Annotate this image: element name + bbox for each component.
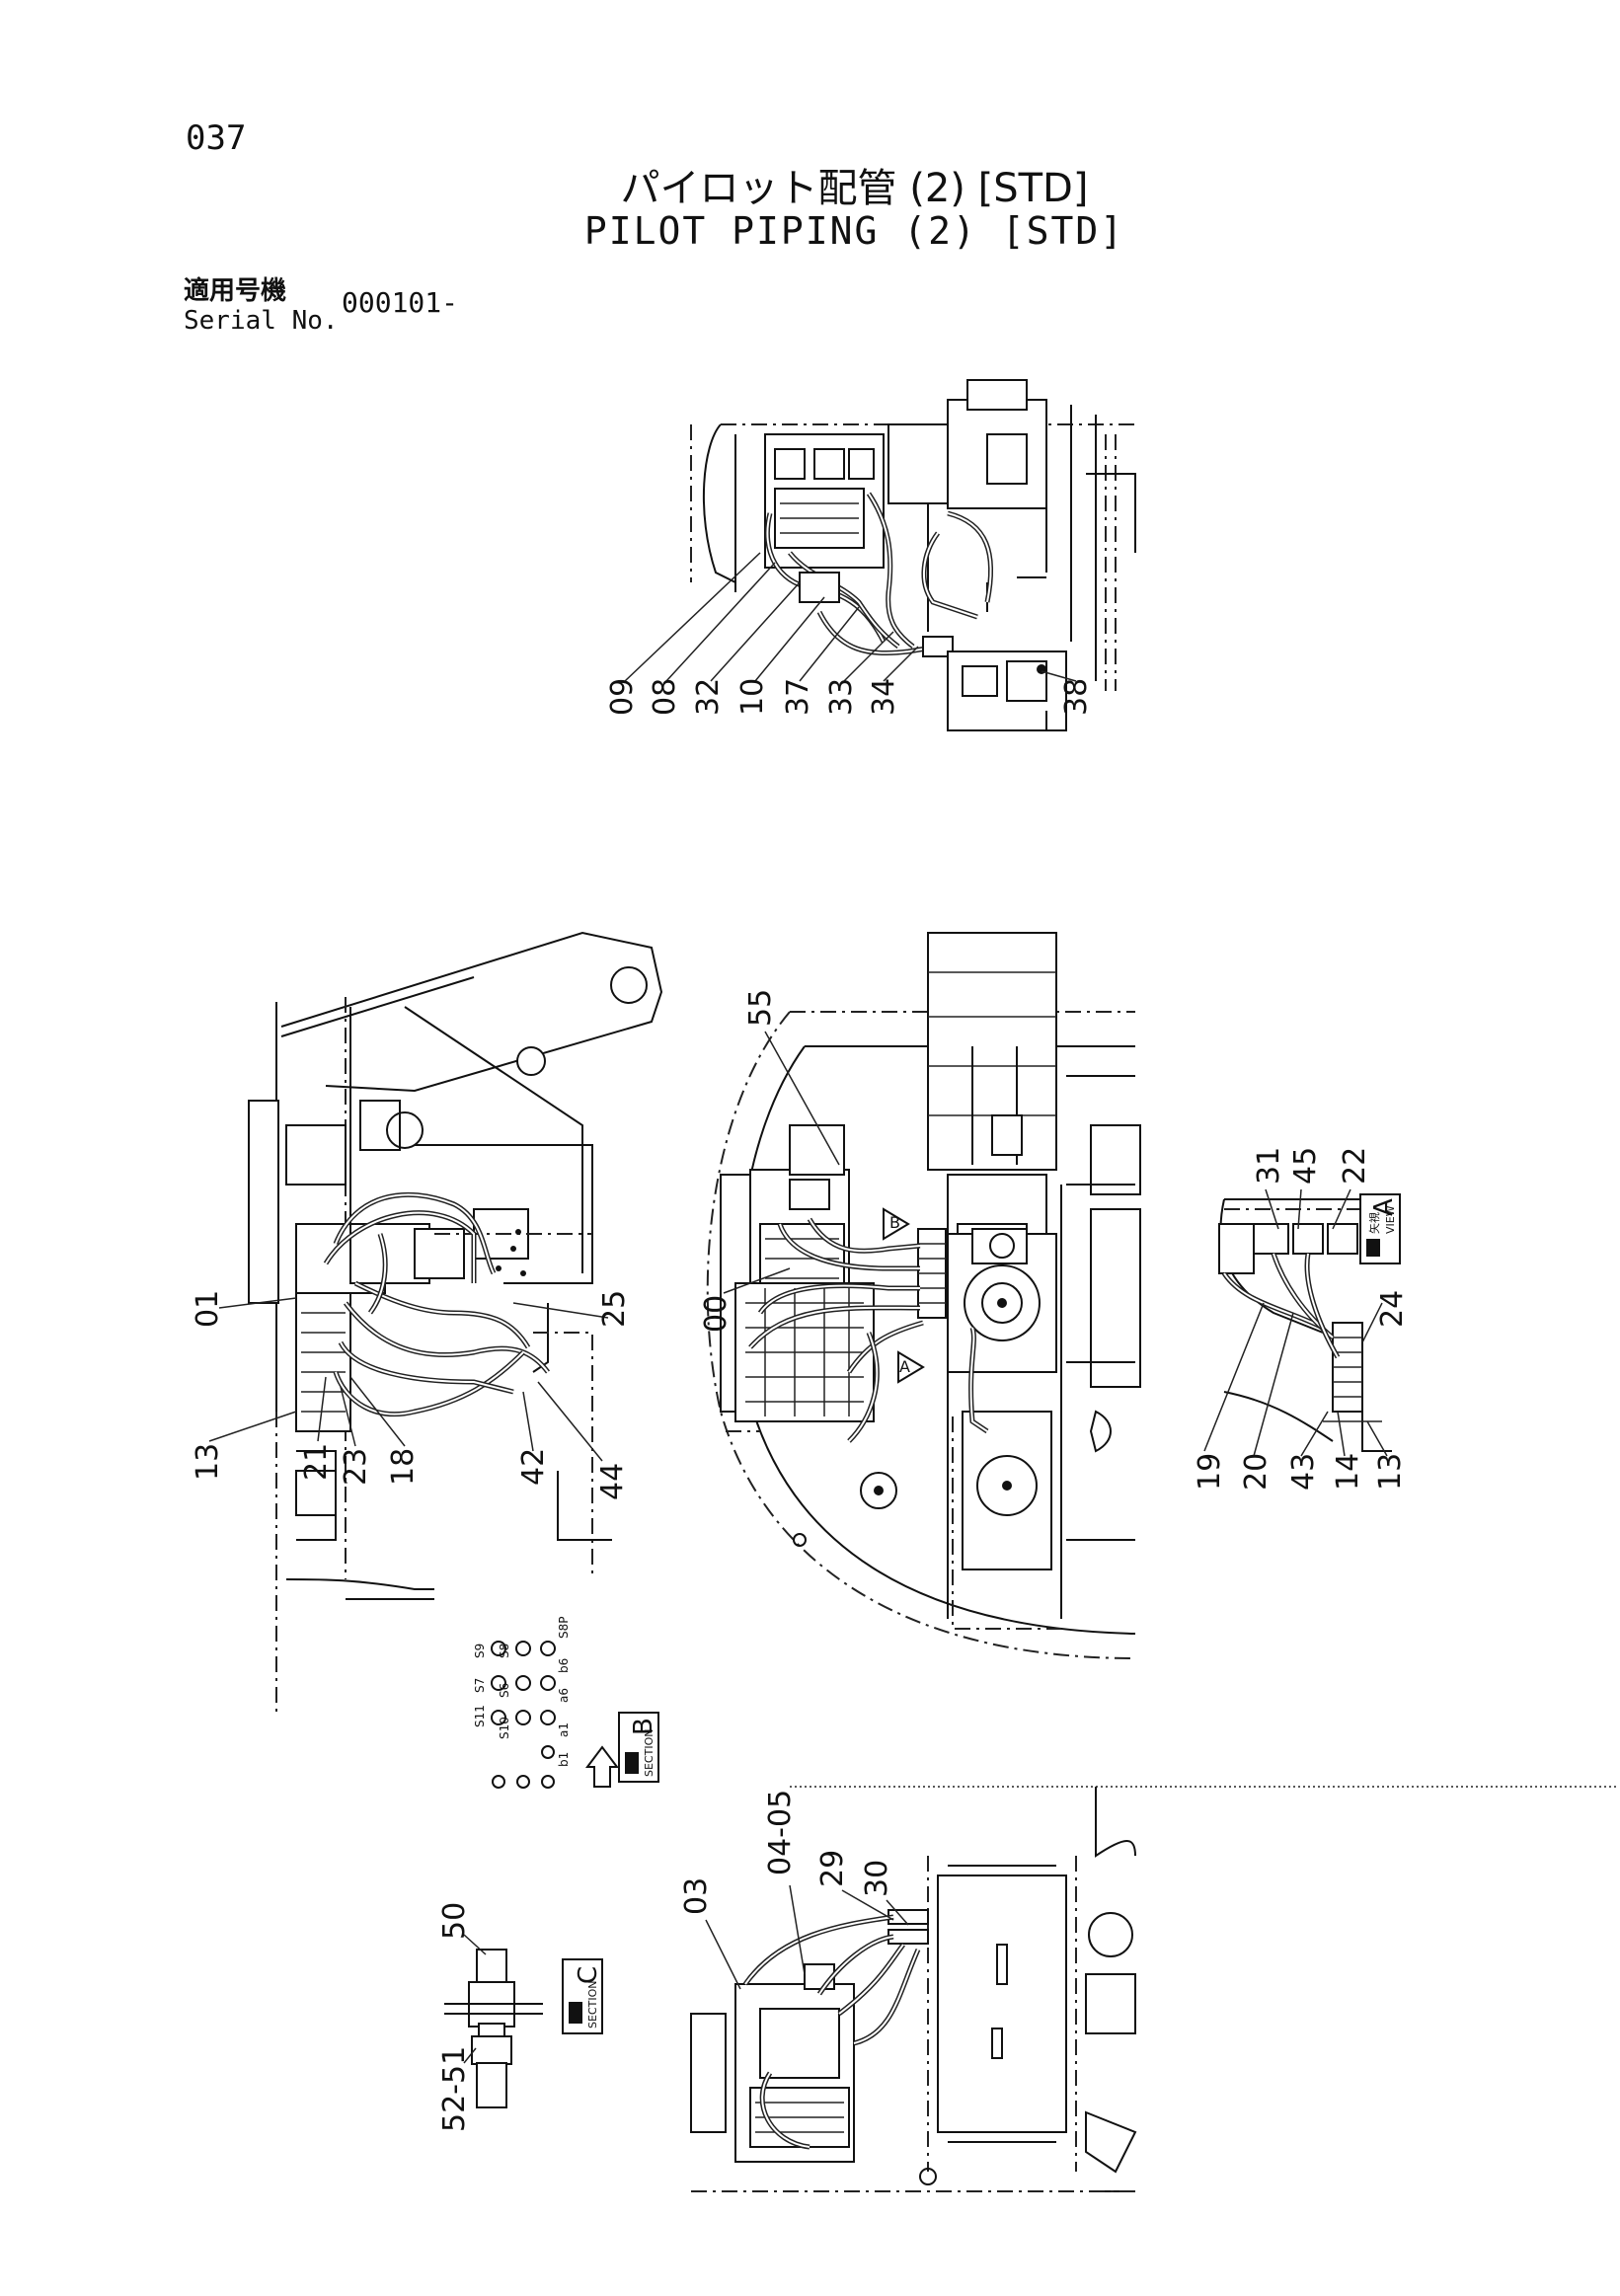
center-plan-view: B A xyxy=(706,932,1141,1659)
section-c-tag: SECTION C xyxy=(562,1958,603,2034)
view-a-detail xyxy=(1203,1188,1392,1457)
port-label-s11: S11 xyxy=(473,1705,487,1727)
callout-08: 08 xyxy=(648,678,682,716)
callout-30: 30 xyxy=(860,1860,894,1897)
page-title-english: PILOT PIPING (2) [STD] xyxy=(583,209,1125,253)
callout-33: 33 xyxy=(824,678,859,716)
section-c-caption: SECTION xyxy=(586,1981,599,2028)
callout-38: 38 xyxy=(1059,678,1094,716)
left-side-view xyxy=(208,931,663,1718)
callout-14: 14 xyxy=(1331,1453,1365,1491)
port-label-s6: S6 xyxy=(498,1683,511,1698)
callout-29: 29 xyxy=(815,1850,850,1887)
bottom-detail-view xyxy=(690,1786,1619,2192)
serial-label-japanese: 適用号機 xyxy=(184,276,287,306)
callout-37: 37 xyxy=(781,678,815,716)
callout-45: 45 xyxy=(1288,1147,1323,1185)
section-b-tag: SECTION B xyxy=(618,1712,659,1783)
top-detail-view xyxy=(624,379,1136,731)
page-title-japanese: パイロット配管 (2) [STD] xyxy=(620,166,1089,211)
callout-04-05: 04-05 xyxy=(763,1790,798,1875)
arrow-b-label: B xyxy=(889,1213,900,1232)
section-c-callouts: 50 52-51 xyxy=(437,1902,472,2132)
callout-10: 10 xyxy=(735,678,770,716)
port-label-b1: b1 xyxy=(557,1752,571,1767)
callout-19: 19 xyxy=(1193,1453,1227,1491)
callout-22: 22 xyxy=(1338,1147,1372,1185)
port-label-a1: a1 xyxy=(557,1722,571,1737)
serial-label-english: Serial No. xyxy=(184,306,339,336)
callout-01: 01 xyxy=(191,1290,225,1328)
callout-55: 55 xyxy=(743,989,778,1027)
callout-42: 42 xyxy=(516,1448,551,1486)
arrow-a-label: A xyxy=(899,1357,910,1376)
section-b-ports: S11 S7 S9 S10 S6 S8 b1 a1 a6 b6 S8P xyxy=(473,1617,619,1789)
callout-03: 03 xyxy=(679,1877,714,1915)
callout-20: 20 xyxy=(1239,1453,1273,1491)
callout-18: 18 xyxy=(386,1448,421,1486)
view-a-callouts: 31 45 22 24 19 20 43 14 13 xyxy=(1193,1147,1410,1491)
section-c-label: C xyxy=(574,1966,603,1984)
callout-31: 31 xyxy=(1252,1147,1286,1185)
port-label-a6: a6 xyxy=(557,1688,571,1703)
callout-21: 21 xyxy=(299,1443,334,1481)
callout-52-51: 52-51 xyxy=(437,2046,472,2132)
page-number: 037 xyxy=(186,118,247,158)
callout-13-view-a: 13 xyxy=(1373,1453,1408,1491)
callout-13: 13 xyxy=(191,1443,225,1481)
section-b-label: B xyxy=(629,1718,658,1735)
callout-43: 43 xyxy=(1286,1453,1321,1491)
port-label-b6: b6 xyxy=(557,1658,571,1673)
view-a-caption-ja: 矢視 xyxy=(1367,1212,1381,1234)
section-c-detail xyxy=(444,1934,543,2108)
callout-50: 50 xyxy=(437,1902,472,1940)
top-view-callouts: 09 08 32 10 37 33 34 38 xyxy=(605,678,1094,716)
view-a-caption: VIEW xyxy=(1384,1205,1397,1234)
center-view-callouts: 55 00 xyxy=(699,989,778,1333)
callout-44: 44 xyxy=(595,1463,630,1500)
port-label-s7: S7 xyxy=(473,1678,487,1693)
port-label-s10: S10 xyxy=(498,1717,511,1739)
bottom-view-callouts: 03 04-05 29 30 xyxy=(679,1790,894,1915)
callout-25: 25 xyxy=(597,1290,632,1328)
callout-09: 09 xyxy=(605,678,640,716)
callout-32: 32 xyxy=(691,678,726,716)
left-view-callouts: 01 13 21 23 18 42 44 25 xyxy=(191,1290,632,1500)
view-a-label: A xyxy=(1369,1198,1399,1216)
port-label-s9: S9 xyxy=(473,1644,487,1658)
callout-24: 24 xyxy=(1375,1290,1410,1328)
serial-number-value: 000101- xyxy=(342,286,459,319)
callout-34: 34 xyxy=(867,678,901,716)
callout-23: 23 xyxy=(339,1448,373,1486)
view-a-tag: VIEW 矢視 A xyxy=(1359,1193,1401,1264)
callout-00: 00 xyxy=(699,1295,733,1333)
section-b-caption: SECTION xyxy=(643,1729,656,1777)
port-label-s8p: S8P xyxy=(557,1617,571,1640)
